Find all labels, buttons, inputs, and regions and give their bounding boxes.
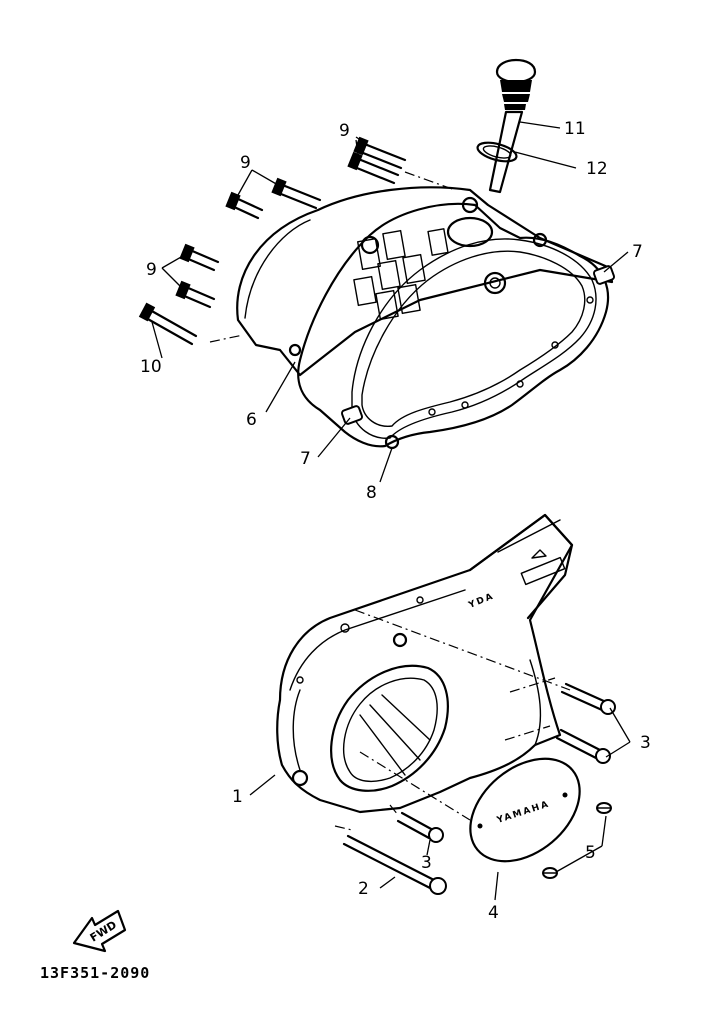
bolt-10: [138, 302, 198, 346]
fwd-label: FWD: [88, 918, 119, 944]
callout-7-right: 7: [632, 242, 643, 262]
callout-3-right: 3: [640, 733, 651, 753]
screw-5-lower: [542, 867, 558, 879]
crankcase-cover-outer: YDA: [276, 513, 574, 814]
callout-9-middle: 9: [240, 153, 251, 173]
bolt-9-low-b: [175, 280, 216, 309]
callout-12: 12: [586, 159, 608, 179]
bolt-9-top-a: [353, 136, 407, 170]
callout-11: 11: [564, 119, 586, 139]
diagram-reference-code: 13F351-2090: [40, 964, 150, 982]
callout-7-left: 7: [300, 449, 311, 469]
bolt-2: [342, 834, 447, 895]
dowel-pin-left: [340, 405, 364, 425]
cover-brand: YAMAHA: [495, 799, 551, 826]
bolt-3-middle: [555, 728, 611, 764]
cover-ribs: [353, 228, 449, 321]
callout-6: 6: [246, 410, 257, 430]
bolt-9-top-b: [347, 151, 400, 185]
forward-direction-arrow: FWD: [72, 909, 127, 953]
bolt-9-mid-a: [271, 177, 322, 210]
bolt-9-low-a: [179, 243, 220, 272]
callout-2: 2: [358, 879, 369, 899]
crankcase-cover-inner: [236, 186, 614, 450]
callout-9-top: 9: [339, 121, 350, 141]
bolt-3-upper: [560, 682, 616, 715]
oil-level-gauge: [488, 58, 537, 194]
callout-5: 5: [585, 843, 596, 863]
upper-leader-lines: [151, 121, 629, 483]
dowel-pin-right: [592, 265, 616, 285]
screw-5-upper: [596, 802, 612, 814]
callout-numbers: 9 9 9 10 11 12 7 6 7 8 3 1 5 3 2 4: [140, 119, 651, 923]
callout-10: 10: [140, 357, 162, 377]
embossed-marking: YDA: [466, 591, 496, 611]
bolt-3-lower: [396, 811, 444, 843]
callout-9-lower: 9: [146, 260, 157, 280]
lower-leader-lines: [249, 609, 631, 901]
o-ring: [476, 141, 518, 163]
callout-1: 1: [232, 787, 243, 807]
bolt-9-mid-b: [225, 191, 264, 220]
callout-4: 4: [488, 903, 499, 923]
callout-3-lower: 3: [421, 853, 432, 873]
callout-8: 8: [366, 483, 377, 503]
